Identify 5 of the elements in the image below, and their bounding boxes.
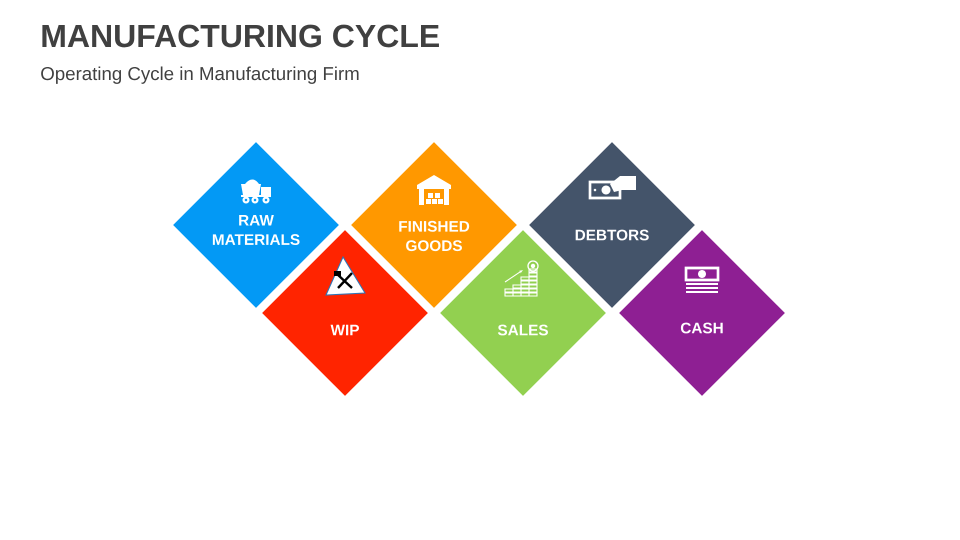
diamond-tile: RAW MATERIALS — [173, 142, 339, 308]
diamond-tile: DEBTORS — [529, 142, 695, 308]
diamond-tile: FINISHED GOODS — [351, 142, 517, 308]
subtitle: Operating Cycle in Manufacturing Firm — [41, 66, 359, 84]
title: MANUFACTURING CYCLE — [42, 24, 439, 48]
